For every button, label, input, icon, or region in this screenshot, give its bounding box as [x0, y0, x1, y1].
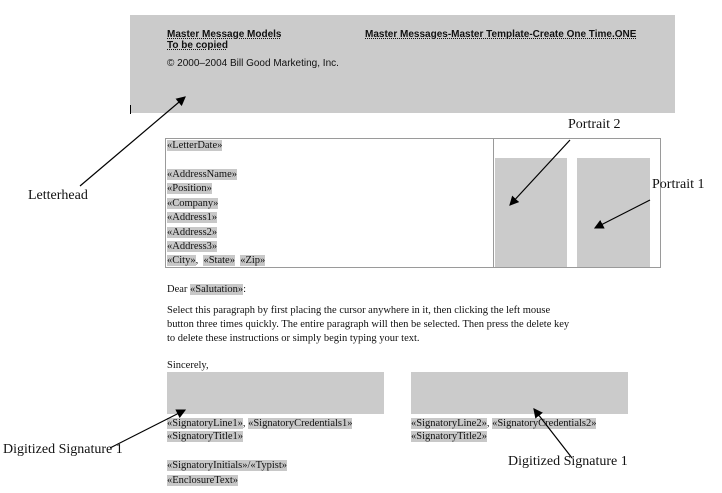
portrait-2-arrow	[509, 139, 571, 206]
paragraph-line: Select this paragraph by first placing t…	[167, 305, 551, 316]
header-left-title: Master Message Models	[167, 29, 282, 40]
signatory-line-2: «SignatoryLine2», «SignatoryCredentials2…	[411, 418, 597, 429]
signature-1-image	[167, 372, 384, 414]
signatory-line-1: «SignatoryLine1», «SignatoryCredentials1…	[167, 418, 353, 429]
signature-right-arrow	[533, 408, 573, 459]
separator: ,	[242, 418, 249, 429]
dear: Dear	[167, 284, 191, 295]
closing: Sincerely,	[167, 360, 209, 371]
letterhead-arrow	[79, 96, 186, 187]
colon: :	[243, 284, 247, 295]
address3: «Address3»	[167, 241, 218, 252]
initials-typist: «SignatoryInitials»/«Typist»	[167, 460, 288, 471]
company: «Company»	[167, 198, 219, 209]
signature-right-label: Digitized Signature 1	[508, 454, 628, 469]
divider	[493, 139, 494, 267]
signature-left-label: Digitized Signature 1	[3, 442, 123, 457]
paragraph-line: to delete these instructions or simply b…	[167, 333, 420, 344]
city: «City»	[167, 255, 196, 266]
portrait-1-label: Portrait 1	[652, 177, 705, 192]
address-table	[165, 138, 661, 268]
signatory-credentials-1: «SignatoryCredentials1»	[248, 418, 353, 429]
address-name: «AddressName»	[167, 169, 237, 180]
position: «Position»	[167, 183, 212, 194]
divider	[130, 105, 131, 114]
city-state-zip: «City», «State» «Zip»	[167, 255, 266, 266]
comma: ,	[195, 255, 199, 266]
address1: «Address1»	[167, 212, 218, 223]
signatory-name-1: «SignatoryLine1»	[167, 418, 243, 429]
separator: ,	[486, 418, 493, 429]
address2: «Address2»	[167, 227, 218, 238]
signatory-name-2: «SignatoryLine2»	[411, 418, 487, 429]
copyright: © 2000–2004 Bill Good Marketing, Inc.	[167, 58, 339, 69]
letter-date: «LetterDate»	[167, 140, 223, 151]
portrait-1-arrow	[593, 199, 651, 229]
signatory-title-2: «SignatoryTitle2»	[411, 431, 488, 442]
portrait-2	[495, 158, 567, 267]
header-subtitle: To be copied	[167, 40, 228, 51]
salutation-line: Dear «Salutation»:	[167, 284, 246, 295]
zip: «Zip»	[240, 255, 266, 266]
portrait-1	[577, 158, 650, 267]
signatory-credentials-2: «SignatoryCredentials2»	[492, 418, 597, 429]
header-right-title: Master Messages-Master Template-Create O…	[365, 29, 637, 40]
signature-left-arrow	[109, 409, 187, 449]
signature-2-image	[411, 372, 628, 414]
paragraph-line: button three times quickly. The entire p…	[167, 319, 570, 330]
signatory-title-1: «SignatoryTitle1»	[167, 431, 244, 442]
salutation: «Salutation»	[190, 284, 244, 295]
letterhead-label: Letterhead	[28, 188, 88, 203]
portrait-2-label: Portrait 2	[568, 117, 621, 132]
state: «State»	[203, 255, 235, 266]
enclosure-text: «EnclosureText»	[167, 475, 238, 486]
letterhead-area	[130, 15, 675, 113]
